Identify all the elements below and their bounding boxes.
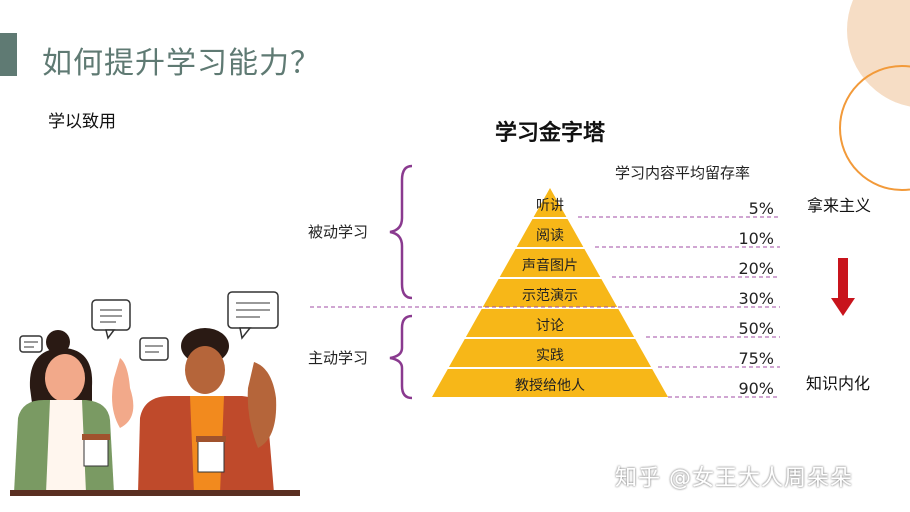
passive-bracket bbox=[389, 164, 413, 300]
level-label-4: 示范演示 bbox=[522, 287, 578, 304]
people-illustration bbox=[10, 291, 300, 496]
page-title: 如何提升学习能力？ bbox=[42, 46, 321, 81]
title-accent-bar bbox=[0, 33, 17, 76]
rate-leader-lines bbox=[310, 216, 780, 398]
side-label-bottom: 知识内化 bbox=[806, 374, 871, 393]
level-label-7: 教授给他人 bbox=[515, 378, 585, 394]
level-rate-2: 10% bbox=[738, 229, 774, 248]
speech-bubble-icon bbox=[227, 291, 279, 340]
learning-pyramid-diagram: 学习金字塔 学习内容平均留存率 听讲 阅读 声音图片 示范演示 讨论 实践 教授… bbox=[280, 100, 800, 410]
level-rate-5: 50% bbox=[738, 319, 774, 338]
speech-bubble-icon bbox=[91, 299, 131, 340]
pyramid-body bbox=[432, 188, 668, 397]
level-label-1: 听讲 bbox=[536, 198, 564, 214]
watermark: 知乎 @女王大人周朵朵 bbox=[615, 466, 853, 491]
speech-bubble-icon bbox=[19, 335, 43, 353]
side-label-top: 拿来主义 bbox=[807, 196, 872, 215]
level-rate-1: 5% bbox=[749, 199, 774, 218]
level-rate-4: 30% bbox=[738, 289, 774, 308]
level-rate-6: 75% bbox=[738, 349, 774, 368]
man-figure bbox=[138, 328, 277, 493]
group-label-active: 主动学习 bbox=[308, 349, 368, 367]
active-bracket bbox=[389, 314, 413, 400]
page-subtitle: 学以致用 bbox=[48, 112, 116, 132]
speech-bubble-icon bbox=[139, 337, 169, 361]
level-label-6: 实践 bbox=[536, 348, 564, 364]
group-label-passive: 被动学习 bbox=[308, 223, 368, 241]
level-label-3: 声音图片 bbox=[522, 257, 578, 274]
down-arrow-icon bbox=[831, 258, 855, 316]
woman-figure bbox=[14, 330, 134, 493]
pyramid-title: 学习金字塔 bbox=[495, 120, 606, 146]
level-rate-3: 20% bbox=[738, 259, 774, 278]
level-rate-7: 90% bbox=[738, 379, 774, 398]
decorative-circles bbox=[839, 0, 910, 191]
orange-ring bbox=[839, 65, 910, 191]
rate-header: 学习内容平均留存率 bbox=[615, 164, 750, 182]
level-label-5: 讨论 bbox=[536, 318, 564, 334]
level-separators bbox=[437, 217, 664, 369]
peach-circle bbox=[847, 0, 910, 107]
level-label-2: 阅读 bbox=[536, 227, 564, 244]
